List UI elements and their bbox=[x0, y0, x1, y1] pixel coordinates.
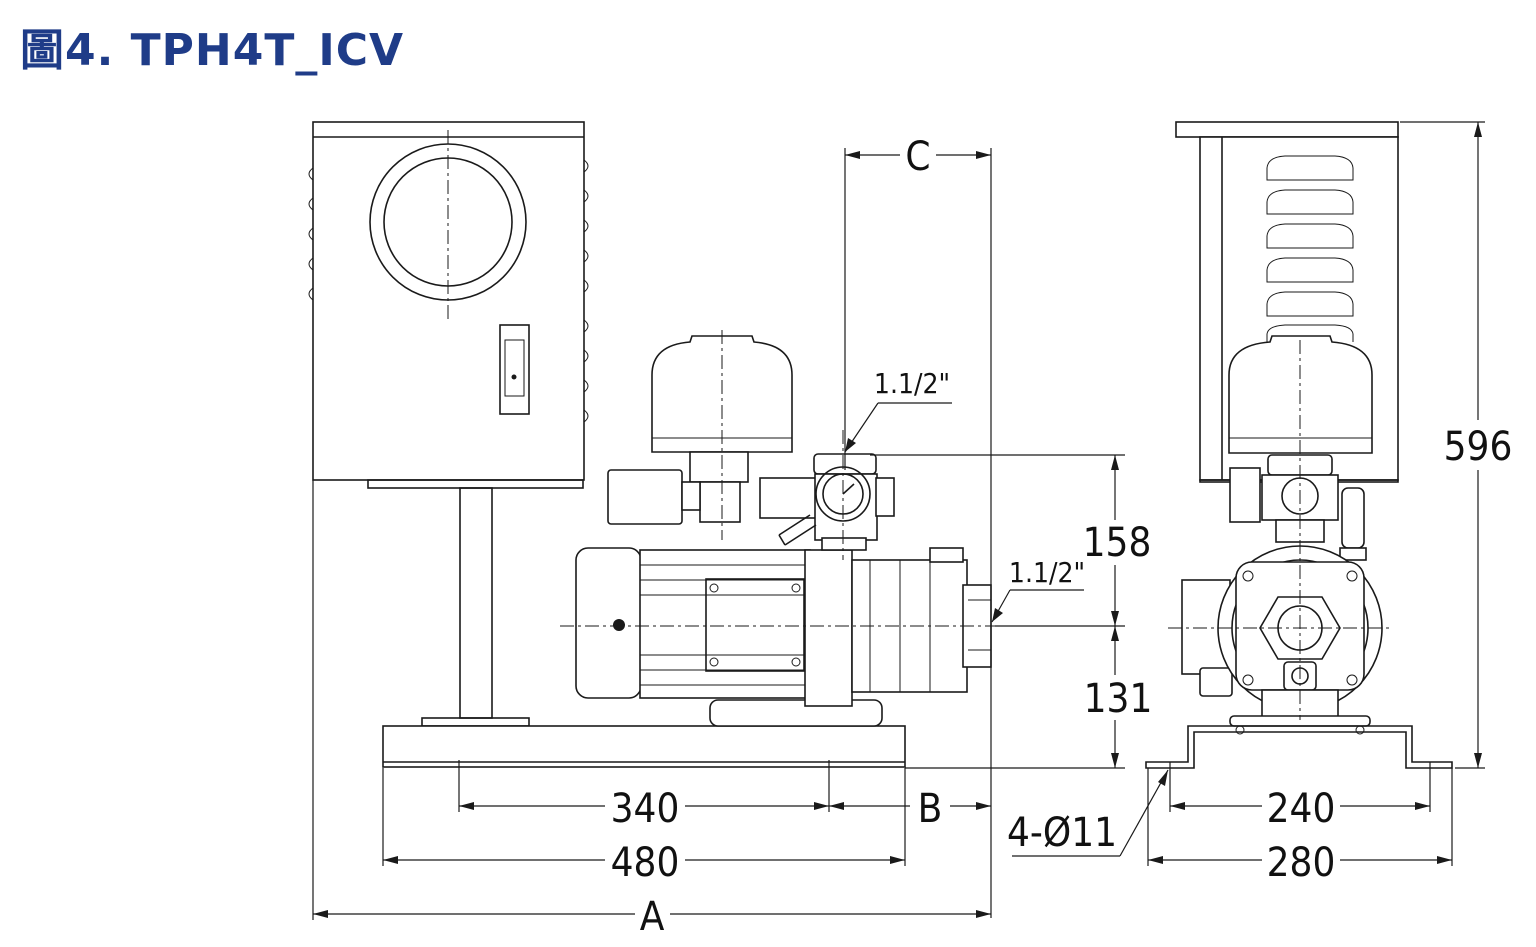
label-480: 480 bbox=[611, 840, 680, 886]
control-box-stand bbox=[421, 487, 530, 727]
label-holes: 4-Ø11 bbox=[1007, 810, 1117, 856]
front-view bbox=[308, 121, 992, 768]
pressure-switch bbox=[607, 469, 701, 525]
label-port-side: 1.1/2" bbox=[1009, 556, 1085, 589]
figure-title: 圖4. TPH4T_ICV bbox=[20, 25, 405, 76]
label-340: 340 bbox=[611, 786, 680, 832]
base-plate bbox=[382, 725, 906, 768]
pump-side bbox=[1181, 545, 1383, 727]
pump-body bbox=[804, 547, 992, 707]
valve-manifold bbox=[759, 453, 895, 551]
valve-side bbox=[1229, 454, 1367, 561]
base-bracket-side bbox=[1145, 725, 1453, 769]
label-port-top: 1.1/2" bbox=[874, 367, 950, 400]
label-b: B bbox=[918, 786, 943, 832]
label-131: 131 bbox=[1084, 676, 1153, 722]
front-centerlines bbox=[447, 130, 1000, 627]
label-158: 158 bbox=[1083, 520, 1152, 566]
dimension-lines bbox=[312, 121, 1485, 920]
side-view bbox=[1145, 121, 1453, 769]
label-c: C bbox=[905, 134, 930, 180]
label-240: 240 bbox=[1267, 786, 1336, 832]
label-280: 280 bbox=[1267, 840, 1336, 886]
label-a: A bbox=[640, 894, 665, 940]
label-596: 596 bbox=[1444, 424, 1513, 470]
dimension-labels: C 1.1/2" 1.1/2" 158 131 596 340 B 480 A … bbox=[611, 134, 1513, 940]
